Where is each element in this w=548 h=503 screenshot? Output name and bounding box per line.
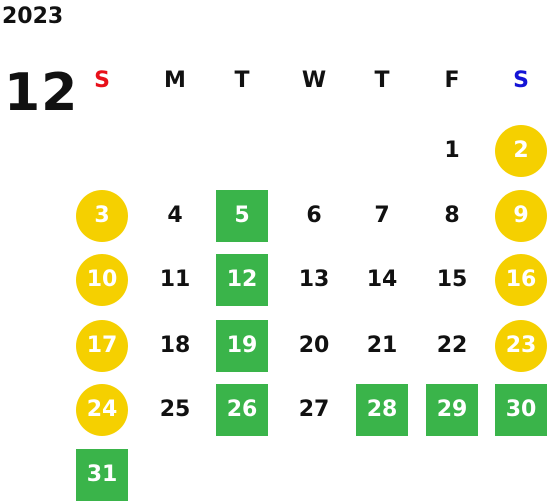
day-cell-12[interactable]: 12 <box>216 254 268 306</box>
weekday-header-saturday-6: S <box>513 68 529 93</box>
day-cell-20[interactable]: 20 <box>298 333 330 358</box>
day-cell-9[interactable]: 9 <box>495 190 547 242</box>
day-cell-30[interactable]: 30 <box>495 384 547 436</box>
day-cell-13[interactable]: 13 <box>298 267 330 292</box>
day-cell-25[interactable]: 25 <box>159 397 191 422</box>
day-cell-6[interactable]: 6 <box>306 203 322 228</box>
year-label: 2023 <box>2 4 64 29</box>
day-cell-7[interactable]: 7 <box>374 203 390 228</box>
day-cell-15[interactable]: 15 <box>436 267 468 292</box>
day-cell-1[interactable]: 1 <box>444 138 460 163</box>
day-cell-23[interactable]: 23 <box>495 320 547 372</box>
day-cell-24[interactable]: 24 <box>76 384 128 436</box>
weekday-header-weekday-2: T <box>234 68 250 93</box>
weekday-header-sunday-0: S <box>94 68 110 93</box>
day-cell-22[interactable]: 22 <box>436 333 468 358</box>
day-cell-10[interactable]: 10 <box>76 254 128 306</box>
weekday-header-weekday-5: F <box>444 68 460 93</box>
day-cell-31[interactable]: 31 <box>76 449 128 501</box>
day-cell-27[interactable]: 27 <box>298 397 330 422</box>
day-cell-21[interactable]: 21 <box>366 333 398 358</box>
weekday-header-weekday-3: W <box>301 68 327 93</box>
day-cell-16[interactable]: 16 <box>495 254 547 306</box>
day-cell-5[interactable]: 5 <box>216 190 268 242</box>
day-cell-2[interactable]: 2 <box>495 125 547 177</box>
day-cell-28[interactable]: 28 <box>356 384 408 436</box>
day-cell-29[interactable]: 29 <box>426 384 478 436</box>
day-cell-3[interactable]: 3 <box>76 190 128 242</box>
day-cell-11[interactable]: 11 <box>159 267 191 292</box>
day-cell-17[interactable]: 17 <box>76 320 128 372</box>
day-cell-26[interactable]: 26 <box>216 384 268 436</box>
day-cell-14[interactable]: 14 <box>366 267 398 292</box>
day-cell-19[interactable]: 19 <box>216 320 268 372</box>
day-cell-18[interactable]: 18 <box>159 333 191 358</box>
month-number: 12 <box>4 63 79 123</box>
day-cell-8[interactable]: 8 <box>444 203 460 228</box>
weekday-header-weekday-4: T <box>374 68 390 93</box>
day-cell-4[interactable]: 4 <box>167 203 183 228</box>
weekday-header-weekday-1: M <box>164 68 186 93</box>
